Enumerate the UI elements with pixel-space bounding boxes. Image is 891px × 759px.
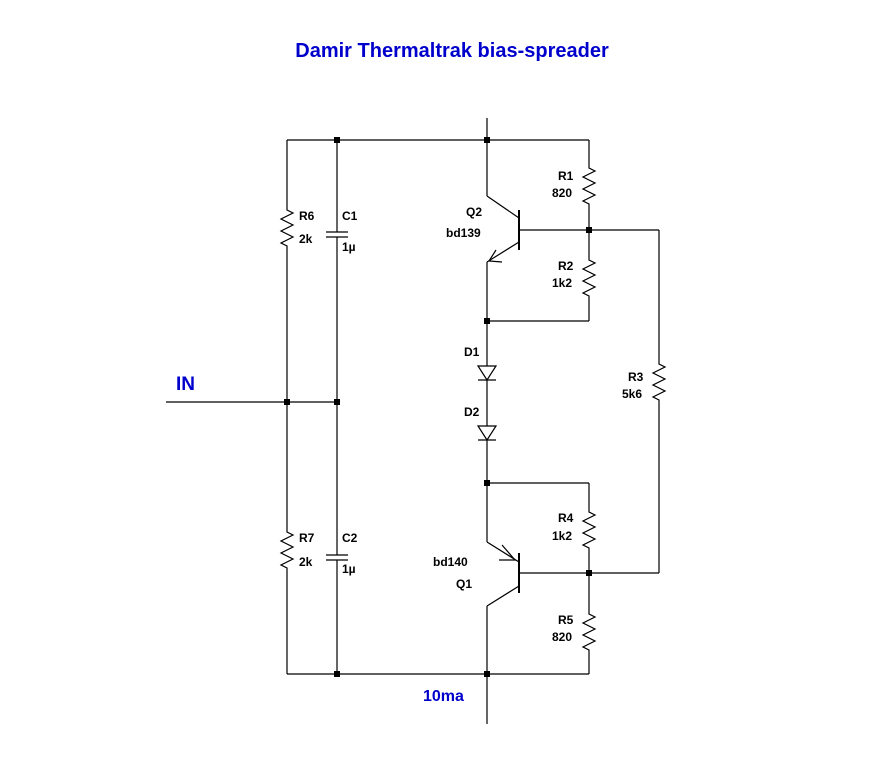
capacitor-c2 <box>326 554 348 561</box>
diagram-title: Damir Thermaltrak bias-spreader <box>295 40 609 62</box>
label-q2-ref: Q2 <box>466 205 482 219</box>
label-r1-value: 820 <box>552 186 572 200</box>
label-r1-ref: R1 <box>558 169 574 183</box>
label-r4-value: 1k2 <box>552 529 572 543</box>
label-c1-value: 1µ <box>342 240 356 254</box>
label-r2-ref: R2 <box>558 259 574 273</box>
net-label-current: 10ma <box>423 688 464 705</box>
capacitor-c1 <box>326 231 348 238</box>
junction-nodes <box>284 137 592 677</box>
diode-d2 <box>476 425 498 442</box>
label-d1-ref: D1 <box>464 345 480 359</box>
resistor-r2 <box>581 256 597 298</box>
label-c2-value: 1µ <box>342 562 356 576</box>
label-c2-ref: C2 <box>342 531 358 545</box>
label-r7-value: 2k <box>299 555 313 569</box>
label-r6-ref: R6 <box>299 209 315 223</box>
wires <box>166 118 660 724</box>
transistor-q2 <box>486 195 520 263</box>
label-r3-ref: R3 <box>628 370 644 384</box>
diode-d1 <box>476 365 498 382</box>
label-q2-value: bd139 <box>446 226 481 240</box>
resistor-r3 <box>651 360 667 402</box>
label-r6-value: 2k <box>299 232 313 246</box>
label-r5-ref: R5 <box>558 613 574 627</box>
label-d2-ref: D2 <box>464 405 480 419</box>
resistor-r6 <box>279 206 295 250</box>
label-q1-value: bd140 <box>433 555 468 569</box>
resistor-r5 <box>581 610 597 652</box>
net-label-in: IN <box>176 374 195 395</box>
label-c1-ref: C1 <box>342 209 358 223</box>
resistor-r7 <box>279 528 295 572</box>
label-r5-value: 820 <box>552 630 572 644</box>
label-r7-ref: R7 <box>299 531 315 545</box>
label-r4-ref: R4 <box>558 511 574 525</box>
resistor-r4 <box>581 508 597 550</box>
label-r2-value: 1k2 <box>552 276 572 290</box>
label-q1-ref: Q1 <box>456 577 472 591</box>
transistor-q1 <box>486 541 520 607</box>
label-r3-value: 5k6 <box>622 387 642 401</box>
resistor-r1 <box>581 164 597 206</box>
